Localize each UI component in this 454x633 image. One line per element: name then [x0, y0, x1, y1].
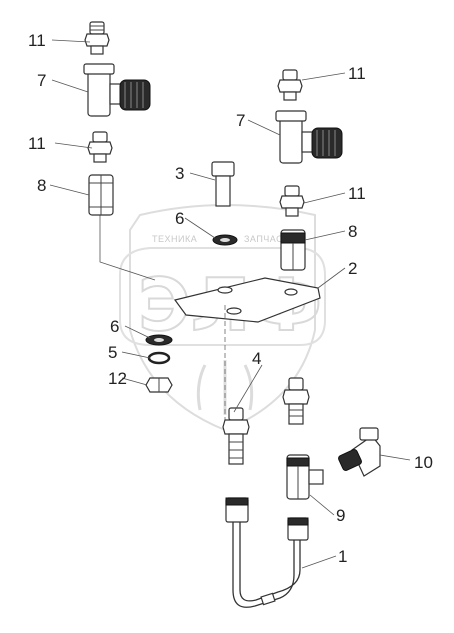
nut-8-right: [280, 229, 306, 271]
callout-9: 9: [336, 506, 345, 525]
washer-6-top: [212, 234, 238, 246]
callout-10: 10: [414, 453, 433, 472]
fitting-11-top-right: [277, 69, 303, 101]
callout-7-right: 7: [236, 111, 245, 130]
fitting-12-center: [222, 407, 250, 465]
washer-6-lower: [145, 334, 173, 346]
elbow-10: [338, 427, 381, 477]
tee-9: [286, 454, 324, 500]
callout-3: 3: [175, 164, 184, 183]
callout-6-top: 6: [175, 209, 184, 228]
callout-11-right-middle: 11: [348, 184, 366, 203]
callout-5: 5: [108, 343, 117, 362]
fitting-right-upper: [282, 377, 310, 425]
nut-8-left: [88, 174, 114, 216]
callout-12: 4: [252, 349, 261, 368]
callout-7-left: 7: [37, 71, 46, 90]
callout-2: 2: [348, 259, 357, 278]
plate-2: [173, 277, 321, 323]
callout-11-top-left: 11: [28, 31, 46, 50]
callout-8-left: 8: [37, 176, 46, 195]
tee-7-right: [275, 110, 343, 164]
nut-4: [145, 377, 173, 393]
fitting-11-top-left: [84, 21, 110, 55]
callout-8-right: 8: [348, 222, 357, 241]
callout-11-top-right: 11: [348, 64, 366, 83]
callout-11-left-middle: 11: [28, 134, 46, 153]
callout-1: 1: [338, 547, 347, 566]
fitting-11-left-middle: [87, 131, 113, 163]
fitting-11-right-middle: [279, 185, 305, 217]
callout-4: 12: [108, 369, 127, 388]
bolt-3: [211, 161, 235, 207]
watermark-right-text: ЗАПЧАСТИ: [244, 234, 296, 244]
watermark-left-text: ТЕХНИКА: [152, 234, 197, 244]
callout-6-lower: 6: [110, 317, 119, 336]
leader-lines: [49, 39, 411, 569]
callouts: 11 7 11 8 11 7 3 11 6 8 2 6 5 12 4 10 9 …: [28, 31, 433, 566]
tee-7-left: [83, 63, 151, 117]
leader-8-bracket: [99, 215, 156, 281]
tube-1: [225, 497, 309, 608]
lock-washer-5: [147, 351, 171, 365]
